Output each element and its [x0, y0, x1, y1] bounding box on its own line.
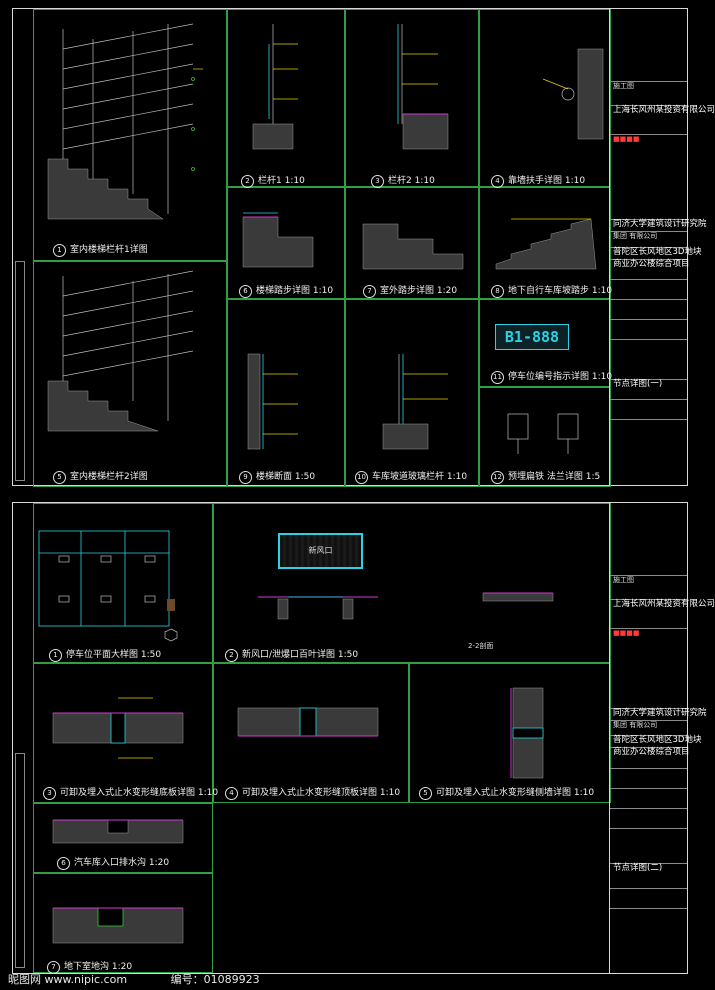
- roof-joint-drawing: [237, 707, 379, 737]
- binding-strip-2: [15, 753, 25, 968]
- stair-section-drawing: [247, 353, 298, 450]
- title-block-2: 施工图 上海长风州某投资有限公司 ■■■■ 同济大学建筑设计研究院 集团 有限公…: [609, 503, 715, 973]
- detail-cell-s2-1: [33, 503, 213, 663]
- client-name-2: 上海长风州某投资有限公司: [610, 599, 715, 611]
- project-line-2-2: 商业办公楼综合项目: [610, 747, 690, 759]
- detail-cell-12: [479, 387, 611, 487]
- basement-trench-drawing: [52, 907, 184, 944]
- railing-1-drawing: [252, 24, 298, 150]
- entrance-drain-drawing: [52, 819, 184, 844]
- binding-strip: [15, 261, 25, 481]
- detail-cell-s2-6: [33, 803, 213, 873]
- client-name: 上海长风州某投资有限公司: [610, 105, 715, 117]
- watermark: 昵图网 www.nipic.com 编号：01089923: [8, 971, 260, 987]
- watermark-brand: 昵图网 www.nipic.com: [8, 973, 128, 986]
- watermark-id: 编号：01089923: [170, 973, 260, 986]
- detail-cell-s2-2: [213, 503, 611, 663]
- louver-section-drawing: [258, 592, 554, 620]
- wall-handrail-drawing: [542, 48, 604, 140]
- drawing-name-2: 节点详图(二): [610, 863, 687, 875]
- title-block-1: 施工图 上海长风州某投资有限公司 ■■■■ 同济大学建筑设计研究院 集团 有限公…: [609, 9, 715, 485]
- institute-name: 同济大学建筑设计研究院: [610, 219, 707, 231]
- institute-sub: 集团 有限公司: [610, 231, 687, 241]
- project-line-2: 商业办公楼综合项目: [610, 259, 690, 271]
- outdoor-step-drawing: [362, 223, 464, 270]
- project-line-1: 普陀区长风地区3D地块: [610, 247, 701, 259]
- section-2-2-label: 2-2剖面: [468, 642, 494, 650]
- detail-cell-9: [227, 299, 345, 487]
- stage-label: 施工图: [610, 81, 687, 91]
- detail-cell-1: [33, 9, 227, 261]
- detail-cell-10: [345, 299, 479, 487]
- stair-railing-2-drawing: [47, 270, 194, 432]
- floor-joint-drawing: [52, 697, 184, 759]
- detail-cell-11: [479, 299, 611, 387]
- detail-cell-8: [479, 187, 611, 299]
- detail-cell-2: [227, 9, 345, 187]
- railing-2-drawing: [397, 24, 449, 150]
- project-line-1-2: 普陀区长风地区3D地块: [610, 735, 701, 747]
- stage-label-2: 施工图: [610, 575, 687, 585]
- drawing-name: 节点详图(一): [610, 379, 687, 391]
- louver-label: 新风口: [278, 533, 363, 569]
- stair-tread-drawing: [242, 212, 314, 268]
- detail-cell-s2-7: [33, 873, 213, 973]
- detail-cell-5: [33, 261, 227, 487]
- wall-joint-drawing: [510, 687, 544, 779]
- institute-sub-2: 集团 有限公司: [610, 720, 687, 730]
- parking-plan-drawing: [38, 530, 178, 642]
- detail-cell-3: [345, 9, 479, 187]
- stair-railing-1-drawing: [47, 23, 203, 220]
- detail-cell-s2-4: [213, 663, 409, 803]
- detail-cell-s2-5: [409, 663, 611, 803]
- detail-cell-s2-3: [33, 663, 213, 803]
- detail-cell-6: [227, 187, 345, 299]
- detail-cell-4: [479, 9, 611, 187]
- institute-name-2: 同济大学建筑设计研究院: [610, 708, 707, 720]
- bike-ramp-drawing: [495, 218, 597, 270]
- detail-cell-7: [345, 187, 479, 299]
- embedded-flat-iron-drawing: [507, 413, 579, 454]
- parking-number-sign: B1-888: [495, 324, 569, 350]
- ramp-glass-railing-drawing: [382, 354, 448, 450]
